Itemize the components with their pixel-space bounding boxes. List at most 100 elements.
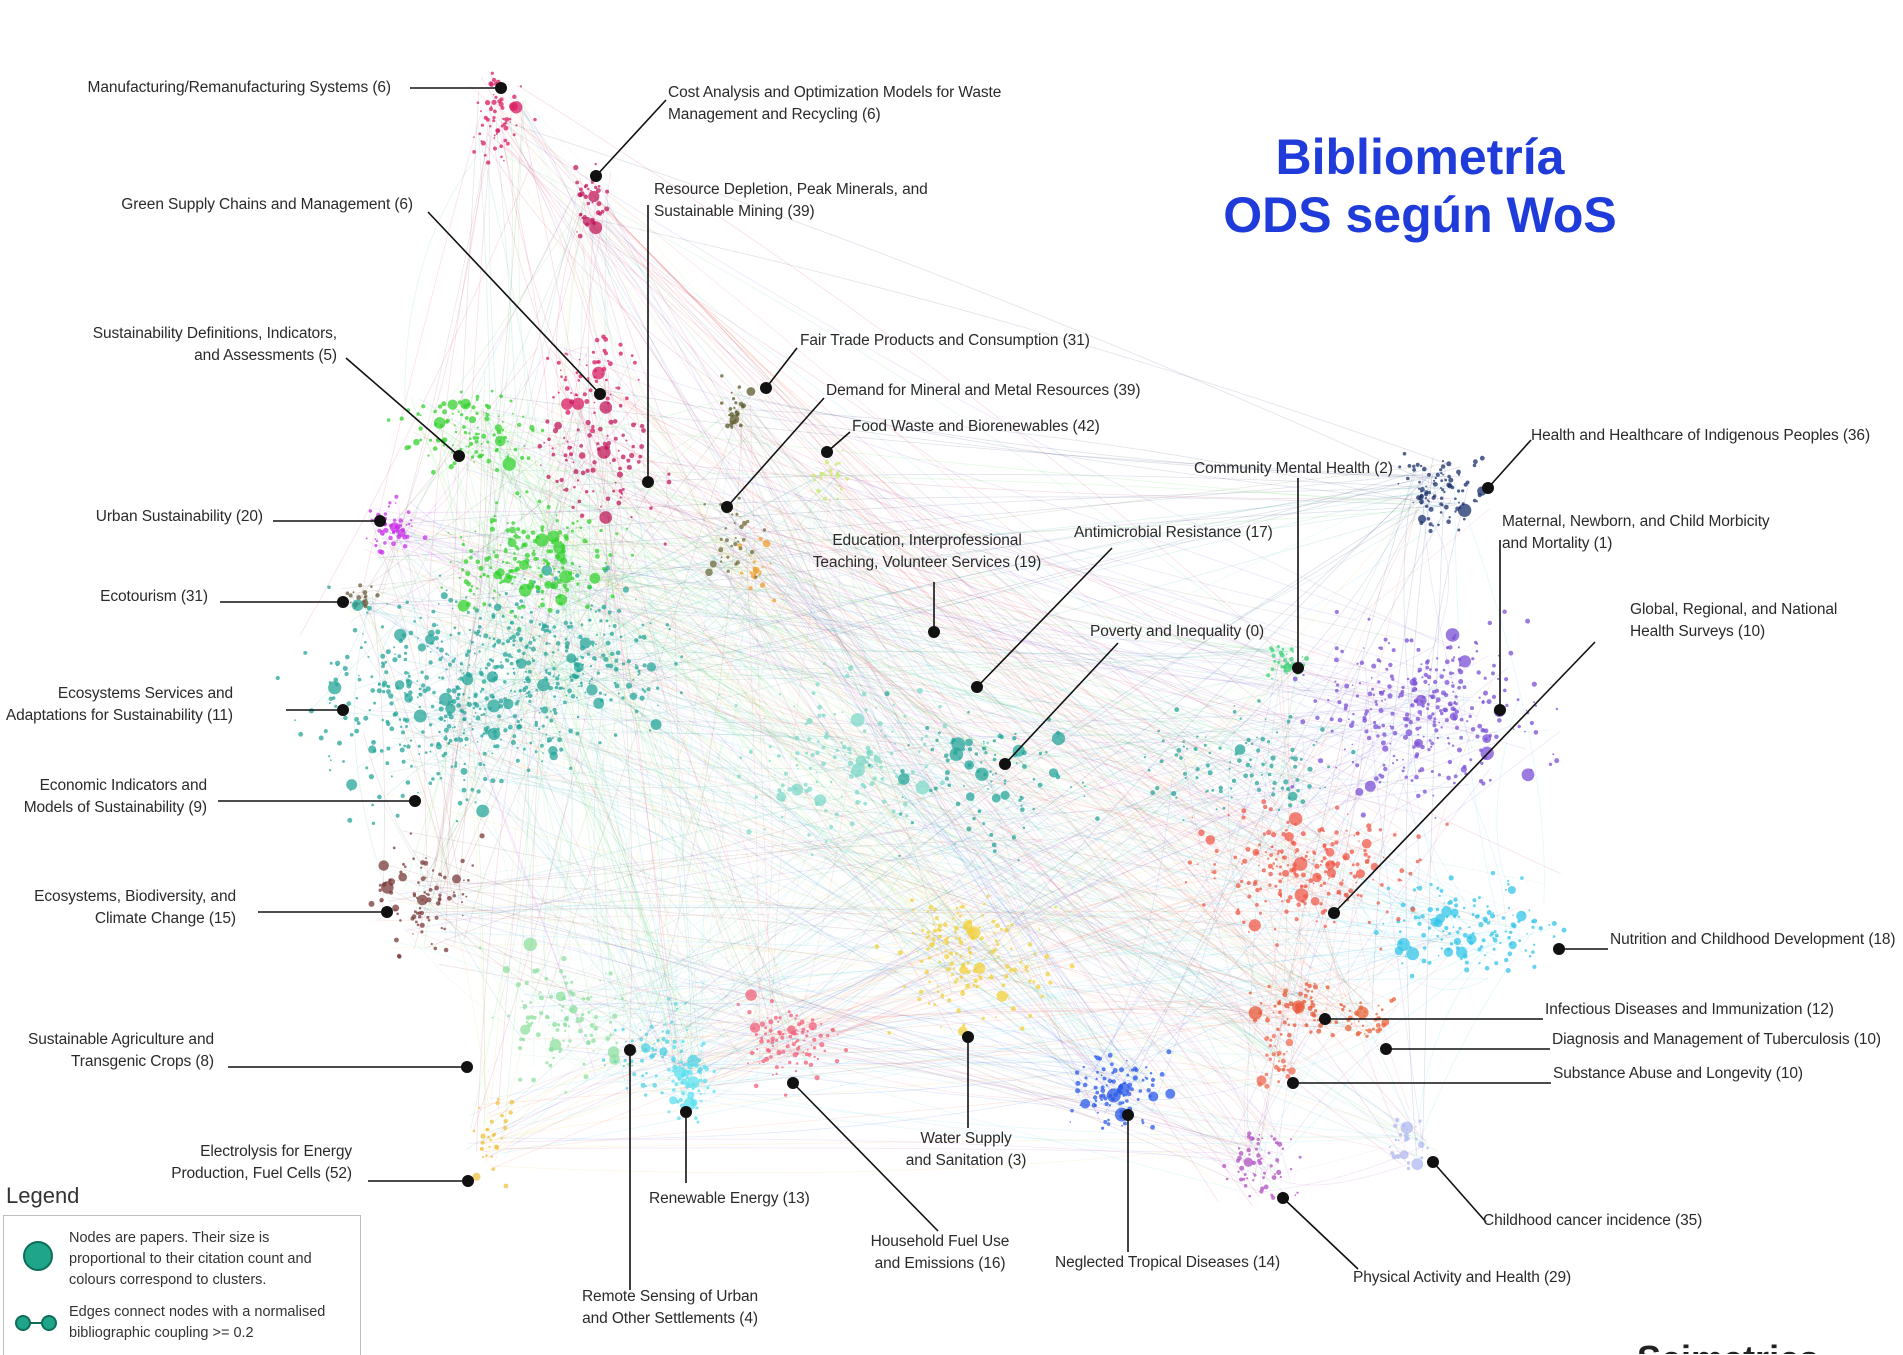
network-edge xyxy=(446,446,1294,662)
network-edge xyxy=(518,104,1050,760)
network-edge xyxy=(893,798,1011,938)
paper-node xyxy=(1259,1189,1264,1194)
paper-node xyxy=(1275,1158,1280,1163)
cluster-label-electrolysis: Electrolysis for Energy Production, Fuel… xyxy=(171,1143,352,1182)
paper-node xyxy=(609,1020,612,1024)
network-edge xyxy=(1376,871,1509,925)
paper-node xyxy=(453,726,456,729)
network-edge xyxy=(704,462,1453,558)
network-edge xyxy=(733,407,1282,905)
paper-node xyxy=(471,727,474,731)
paper-node xyxy=(1406,1166,1411,1171)
cluster-label-economic-indicators: Economic Indicators and Models of Sustai… xyxy=(23,777,207,816)
paper-node xyxy=(547,740,550,743)
paper-node xyxy=(794,1069,798,1073)
paper-node xyxy=(1301,899,1305,904)
paper-node xyxy=(770,1036,775,1042)
paper-node xyxy=(1276,852,1280,855)
paper-node xyxy=(829,465,832,467)
paper-node xyxy=(1470,727,1476,732)
paper-node xyxy=(423,688,425,691)
paper-node xyxy=(1362,647,1365,649)
network-edge xyxy=(775,1008,1326,1035)
network-edge xyxy=(587,214,830,483)
paper-node xyxy=(595,360,600,364)
network-edge xyxy=(1289,862,1317,1068)
network-edge xyxy=(1008,664,1304,993)
paper-node xyxy=(1481,700,1485,703)
network-edge xyxy=(737,574,1353,1019)
paper-node xyxy=(472,606,476,610)
paper-node xyxy=(418,687,422,691)
paper-node xyxy=(1397,878,1401,882)
network-edge xyxy=(488,70,507,102)
paper-node xyxy=(503,125,509,131)
paper-node xyxy=(978,975,983,981)
paper-node xyxy=(469,549,474,553)
paper-node xyxy=(769,999,775,1004)
paper-node xyxy=(494,448,499,453)
paper-node xyxy=(503,138,508,143)
paper-node xyxy=(391,527,394,530)
paper-node xyxy=(1412,686,1418,692)
network-edge xyxy=(638,501,1433,1040)
paper-node xyxy=(585,468,590,473)
paper-node xyxy=(418,692,421,696)
paper-node xyxy=(1415,726,1420,731)
network-edge xyxy=(1377,951,1489,991)
paper-node xyxy=(1412,888,1417,892)
paper-node xyxy=(427,919,431,922)
network-edge xyxy=(1426,481,1470,753)
paper-node xyxy=(556,360,561,365)
paper-node xyxy=(516,720,520,724)
network-edge xyxy=(719,536,1382,1031)
paper-node xyxy=(640,1043,651,1053)
paper-node xyxy=(459,669,462,672)
network-edge xyxy=(578,375,1561,875)
paper-node xyxy=(403,651,408,655)
paper-node xyxy=(476,101,480,104)
network-edge xyxy=(660,950,1428,1095)
legend-title: Legend xyxy=(6,1183,80,1208)
paper-node xyxy=(1433,679,1438,685)
paper-node xyxy=(499,144,503,148)
paper-node xyxy=(479,634,482,638)
paper-node xyxy=(626,659,632,664)
paper-node xyxy=(576,428,580,432)
network-edge xyxy=(800,725,877,750)
paper-node xyxy=(504,117,510,122)
paper-node xyxy=(495,128,500,133)
paper-node xyxy=(806,717,813,725)
paper-node xyxy=(1208,751,1212,755)
paper-node xyxy=(915,780,930,795)
paper-node xyxy=(412,857,415,860)
paper-node xyxy=(1492,947,1496,951)
paper-node xyxy=(594,185,598,190)
paper-node xyxy=(1448,899,1453,905)
paper-node xyxy=(1334,805,1340,810)
network-edge xyxy=(595,600,1377,856)
paper-node xyxy=(408,690,413,695)
paper-node xyxy=(388,878,392,882)
network-edge xyxy=(1286,1023,1346,1064)
paper-node xyxy=(1113,1092,1118,1097)
paper-node xyxy=(481,643,484,646)
paper-node xyxy=(1359,894,1363,898)
paper-node xyxy=(814,801,820,807)
leader-line xyxy=(1432,1161,1487,1223)
paper-node xyxy=(579,212,583,216)
paper-node xyxy=(1538,926,1543,931)
paper-node xyxy=(1143,756,1147,759)
network-edge xyxy=(539,505,730,549)
paper-node xyxy=(590,604,594,607)
paper-node xyxy=(528,565,532,569)
paper-node xyxy=(1387,693,1393,699)
paper-node xyxy=(582,1062,586,1066)
paper-node xyxy=(631,444,635,449)
paper-node xyxy=(472,1172,481,1181)
network-edge xyxy=(386,523,1178,764)
network-edge xyxy=(413,408,483,950)
paper-node xyxy=(1145,1066,1148,1069)
paper-node xyxy=(498,698,504,704)
network-edge xyxy=(909,754,1285,1072)
